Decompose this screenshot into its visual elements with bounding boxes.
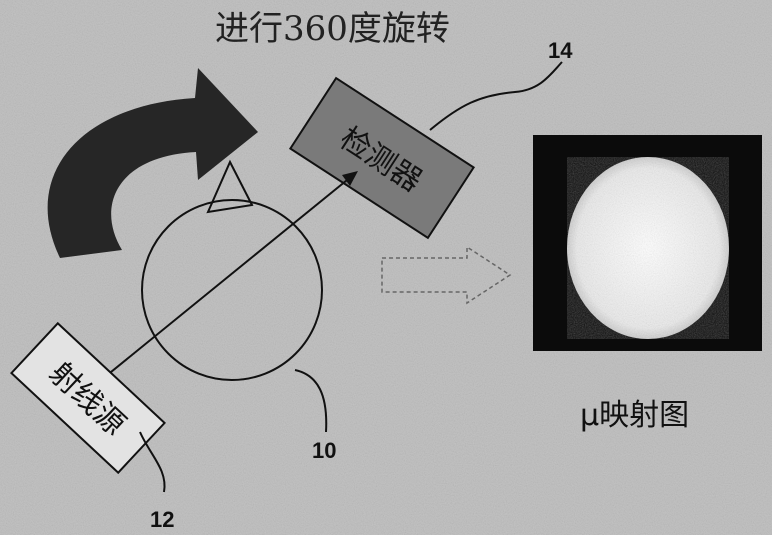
dashed-arrow-icon [381,245,512,305]
scanned-object [141,159,323,381]
detector-box: 检测器 [288,76,476,240]
mu-map-image [533,135,762,351]
ref-label-14: 14 [548,38,573,63]
ref-label-10: 10 [312,438,336,463]
ray-beam [94,171,358,386]
leader-line-12 [139,431,166,493]
leader-line-10 [294,369,328,433]
ref-label-12: 12 [150,507,174,532]
mu-map-caption: μ映射图 [580,398,689,433]
source-box: 射线源 [10,321,166,475]
rotation-arrow-icon [47,68,259,258]
leader-line-14 [429,61,563,131]
diagram-title: 进行360度旋转 [215,9,450,49]
